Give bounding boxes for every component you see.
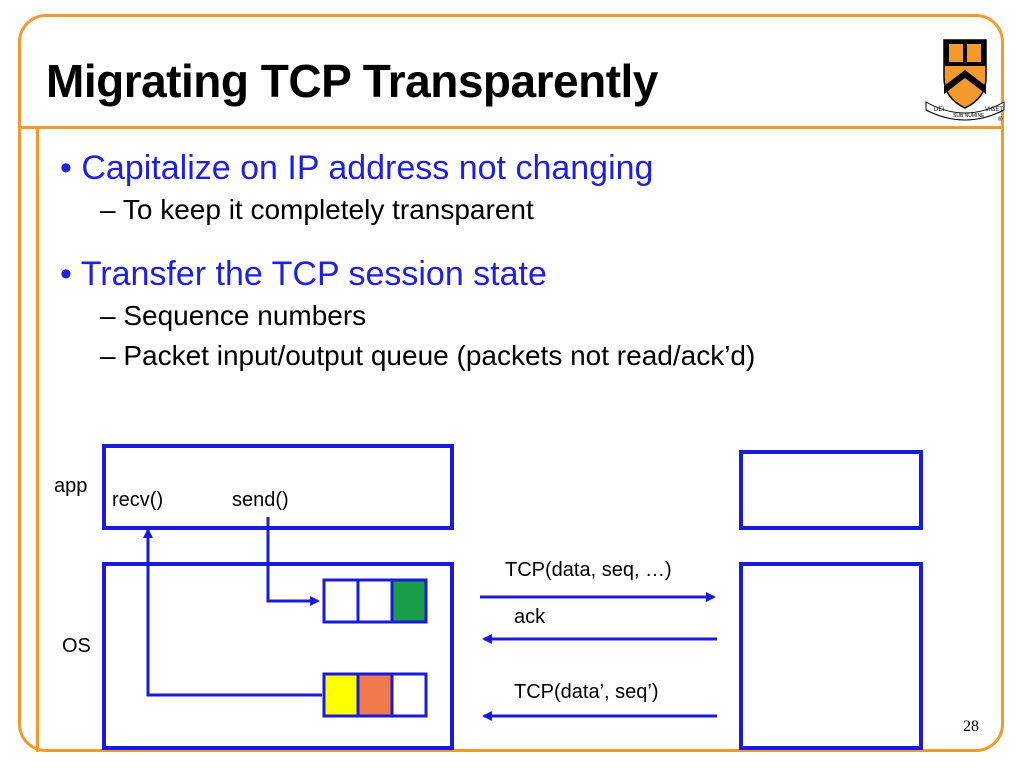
send-queue-slot-3-filled	[390, 578, 428, 624]
message-1-label: TCP(data, seq, …)	[505, 559, 672, 581]
recv-arrow	[143, 528, 322, 697]
recv-queue-slot-1-filled	[322, 672, 360, 718]
title-divider	[18, 126, 1004, 129]
message-2-label: ack	[514, 606, 546, 628]
send-queue-slot-1	[322, 578, 360, 624]
bullet-2-text: Transfer the TCP session state	[80, 255, 547, 293]
bullet-1: • Capitalize on IP address not changing	[60, 149, 654, 187]
bullet-2-sub-2: – Packet input/output queue (packets not…	[100, 340, 756, 371]
destination-os-box	[739, 562, 923, 750]
source-app-box	[102, 444, 454, 530]
bullet-2-sub-1: – Sequence numbers	[100, 300, 367, 331]
bullet-2-sub-1-text: Sequence numbers	[123, 300, 367, 331]
recv-label: recv()	[112, 489, 163, 511]
recv-queue-slot-3	[390, 672, 428, 718]
send-arrow	[266, 517, 320, 606]
logo-banner-right: VIGET	[985, 107, 1003, 113]
app-label: app	[54, 475, 87, 497]
slide-frame	[18, 14, 1004, 752]
bullet-2: • Transfer the TCP session state	[60, 255, 547, 293]
send-label: send()	[232, 489, 289, 511]
recv-queue-slot-2-filled	[356, 672, 394, 718]
bullet-list: • Capitalize on IP address not changing …	[60, 146, 960, 376]
bullet-2-sub-2-text: Packet input/output queue (packets not r…	[123, 340, 756, 371]
princeton-shield-logo: DEI SUB NUMINE VIGET ®	[925, 39, 1005, 122]
send-queue-slot-2	[356, 578, 394, 624]
os-label: OS	[62, 635, 91, 657]
left-rule	[36, 126, 39, 752]
bullet-1-text: Capitalize on IP address not changing	[81, 149, 654, 187]
logo-banner-left: DEI	[934, 107, 944, 113]
logo-registered-mark: ®	[998, 116, 1003, 122]
source-os-box	[102, 562, 454, 750]
page-number: 28	[963, 718, 979, 735]
bullet-1-sub-1-text: To keep it completely transparent	[122, 194, 534, 225]
bullet-1-sub-1: – To keep it completely transparent	[100, 194, 534, 225]
message-3-label: TCP(data’, seq’)	[514, 681, 659, 703]
slide-title: Migrating TCP Transparently	[46, 55, 658, 107]
logo-banner-mid: SUB NUMINE	[953, 113, 985, 119]
destination-app-box	[739, 450, 923, 530]
